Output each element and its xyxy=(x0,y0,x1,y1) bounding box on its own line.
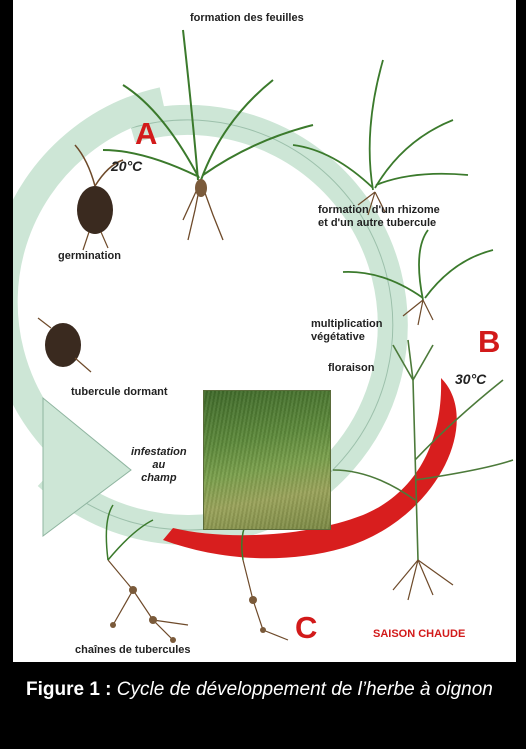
temperature-b: 30°C xyxy=(455,371,486,387)
temperature-a: 20°C xyxy=(111,158,142,174)
label-formation-rhizome: formation d'un rhizome et d'un autre tub… xyxy=(318,204,440,230)
figure-caption: Figure 1 : Cycle de développement de l’h… xyxy=(26,677,506,703)
label-infestation: infestation au champ xyxy=(131,446,187,485)
season-label: SAISON CHAUDE xyxy=(373,628,465,640)
caption-label: Figure 1 : xyxy=(26,679,112,700)
diagram-panel: formation des feuilles formation d'un rh… xyxy=(13,0,516,662)
caption-text: Cycle de développement de l’herbe à oign… xyxy=(117,679,493,700)
dormant-tuber xyxy=(38,318,91,372)
caption-bar xyxy=(13,662,516,749)
marker-c: C xyxy=(295,612,317,644)
marker-b: B xyxy=(478,326,500,358)
label-tubercule-dormant: tubercule dormant xyxy=(71,386,168,399)
marker-a: A xyxy=(135,118,157,150)
cycle-diagram xyxy=(13,0,516,662)
label-floraison: floraison xyxy=(328,362,374,375)
label-multiplication: multiplication végétative xyxy=(311,318,383,344)
label-chaines-tubercules: chaînes de tubercules xyxy=(75,644,191,657)
field-infestation-photo xyxy=(203,390,331,530)
label-germination: germination xyxy=(58,250,121,263)
label-formation-feuilles: formation des feuilles xyxy=(190,12,304,25)
